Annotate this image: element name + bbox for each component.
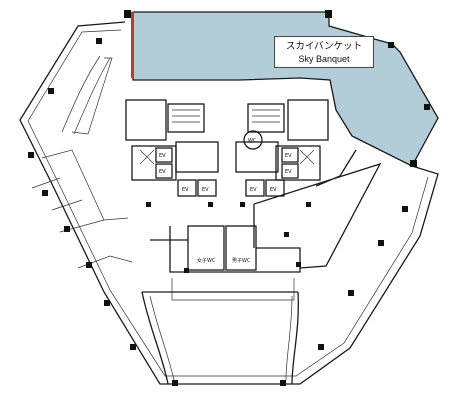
ev-label-6: EV <box>159 169 166 175</box>
lower-lobby-inner <box>149 278 295 381</box>
building-outline <box>19 21 439 385</box>
ev-label-3: EV <box>250 187 257 193</box>
restroom-block: 女子WC 男子WC <box>150 225 301 273</box>
men-wc-label: 男子WC <box>232 257 251 264</box>
left-curved-seating <box>61 55 113 135</box>
ev-label-7: EV <box>285 153 292 159</box>
ev-label-4: EV <box>270 187 277 193</box>
banquet-name-en: Sky Banquet <box>298 54 350 64</box>
ev-label-2: EV <box>202 187 209 193</box>
ev-label-8: EV <box>285 169 292 175</box>
banquet-name-jp: スカイバンケット <box>285 41 363 52</box>
central-wc-label: WC <box>248 138 257 144</box>
women-wc-label: 女子WC <box>197 257 216 264</box>
outer-double-line <box>27 29 429 377</box>
core-area <box>125 99 329 181</box>
lower-lobby <box>141 291 299 385</box>
structural-columns <box>28 10 430 386</box>
ev-label-1: EV <box>182 187 189 193</box>
banquet-label-box[interactable]: スカイバンケット Sky Banquet <box>274 36 374 68</box>
left-rooms <box>31 149 133 269</box>
ev-label-5: EV <box>159 153 166 159</box>
banquet-entrance-accent <box>131 12 134 78</box>
elevator-bank: EV EV EV EV EV EV EV EV <box>155 147 299 197</box>
central-wc <box>243 130 263 150</box>
right-rooms <box>253 149 382 269</box>
